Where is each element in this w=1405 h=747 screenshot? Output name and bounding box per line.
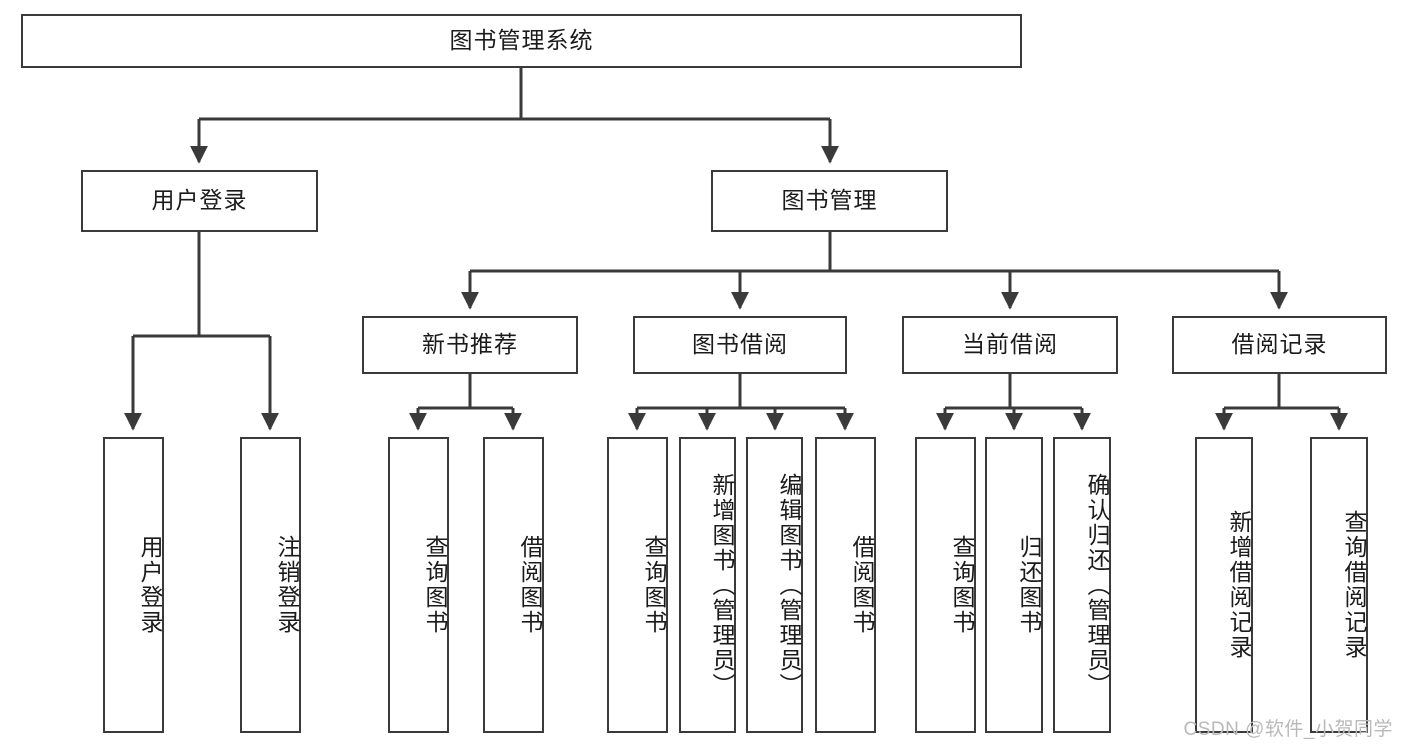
node-book-management[interactable]: 图书管理 (711, 170, 948, 232)
node-user-login[interactable]: 用户登录 (81, 170, 318, 232)
leaf-recommend-borrow-book[interactable]: 借阅图书 (483, 437, 544, 733)
leaf-user-login-signin[interactable]: 用户登录 (103, 437, 164, 733)
node-current-borrow[interactable]: 当前借阅 (902, 316, 1118, 374)
node-book-management-label: 图书管理 (781, 187, 878, 214)
node-borrow-record-label: 借阅记录 (1231, 331, 1328, 358)
leaf-borrow-edit-book-admin[interactable]: 编辑图书（管理员） (746, 437, 803, 733)
leaf-record-query-record[interactable]: 查询借阅记录 (1310, 437, 1368, 733)
leaf-borrow-query-book[interactable]: 查询图书 (607, 437, 668, 733)
node-new-book-recommend-label: 新书推荐 (422, 331, 518, 358)
leaf-recommend-query-book-label: 查询图书 (422, 535, 448, 635)
leaf-borrow-borrow-book-label: 借阅图书 (849, 535, 875, 635)
leaf-current-confirm-return-admin-label: 确认归还（管理员） (1084, 472, 1110, 698)
leaf-record-add-record[interactable]: 新增借阅记录 (1195, 437, 1253, 733)
watermark: CSDN @软件_小贺同学 (1183, 719, 1393, 740)
node-new-book-recommend[interactable]: 新书推荐 (362, 316, 578, 374)
leaf-borrow-add-book-admin-label: 新增图书（管理员） (709, 472, 735, 698)
leaf-user-login-signout[interactable]: 注销登录 (240, 437, 301, 733)
leaf-recommend-query-book[interactable]: 查询图书 (388, 437, 449, 733)
leaf-record-query-record-label: 查询借阅记录 (1341, 510, 1367, 660)
leaf-current-query-book-label: 查询图书 (949, 535, 975, 635)
node-root-label: 图书管理系统 (449, 27, 594, 54)
node-user-login-label: 用户登录 (151, 187, 248, 214)
leaf-current-return-book-label: 归还图书 (1016, 535, 1042, 635)
leaf-current-return-book[interactable]: 归还图书 (985, 437, 1043, 733)
leaf-user-login-signout-label: 注销登录 (274, 535, 300, 635)
node-current-borrow-label: 当前借阅 (962, 331, 1058, 358)
leaf-recommend-borrow-book-label: 借阅图书 (517, 535, 543, 635)
leaf-borrow-borrow-book[interactable]: 借阅图书 (815, 437, 876, 733)
leaf-borrow-query-book-label: 查询图书 (641, 535, 667, 635)
leaf-user-login-signin-label: 用户登录 (137, 535, 163, 635)
leaf-borrow-add-book-admin[interactable]: 新增图书（管理员） (679, 437, 736, 733)
leaf-current-confirm-return-admin[interactable]: 确认归还（管理员） (1053, 437, 1111, 733)
leaf-record-add-record-label: 新增借阅记录 (1226, 510, 1252, 660)
leaf-current-query-book[interactable]: 查询图书 (915, 437, 976, 733)
node-book-borrow[interactable]: 图书借阅 (633, 316, 847, 374)
node-borrow-record[interactable]: 借阅记录 (1172, 316, 1387, 374)
leaf-borrow-edit-book-admin-label: 编辑图书（管理员） (776, 472, 802, 698)
node-book-borrow-label: 图书借阅 (692, 331, 788, 358)
node-root[interactable]: 图书管理系统 (21, 14, 1022, 68)
